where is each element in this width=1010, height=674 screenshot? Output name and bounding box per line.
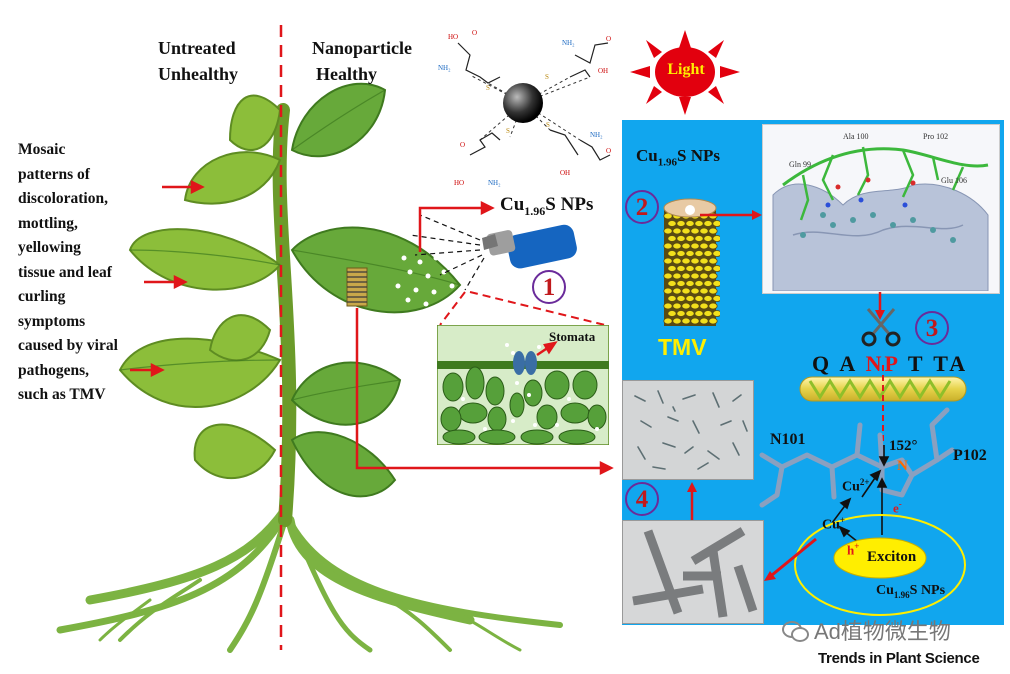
mol-s-1: S	[486, 84, 490, 92]
roots	[56, 505, 563, 653]
arrow-mechanism-to-tem	[764, 537, 817, 581]
mol-s-2: S	[545, 73, 549, 81]
step-4-badge: 4	[625, 482, 659, 516]
mol-ho-1: HO	[448, 33, 458, 41]
untreated-leaves	[118, 94, 282, 479]
journal-credit: Trends in Plant Science	[818, 650, 980, 667]
tmv-label: TMV	[658, 334, 707, 360]
mol-oh-1: OH	[598, 67, 608, 75]
residue-gln99: Gln 99	[789, 160, 811, 169]
nanoparticle-title: Nanoparticle	[312, 38, 412, 58]
light-label: Light	[667, 61, 705, 78]
arrow-tmv-to-structure	[700, 210, 762, 220]
tmv-on-leaf-icon	[346, 267, 368, 307]
peptide-sequence: Q A NP T TA	[812, 351, 969, 376]
cu1-label: Cu+	[822, 515, 846, 533]
residue-glu106: Glu 106	[941, 176, 967, 185]
step-2-badge: 2	[625, 190, 659, 224]
mol-o-4: O	[606, 147, 611, 155]
unhealthy-title: Unhealthy	[158, 64, 239, 84]
exciton-label: Exciton	[867, 549, 917, 565]
scissors-icon	[861, 308, 901, 347]
cus-molecule-structure: HO O NH₂ S NH₂ O OH S S S O HO NH₂ NH₂ O…	[438, 29, 611, 187]
step-3-badge: 3	[915, 311, 949, 345]
electron-label: e-	[893, 499, 902, 516]
tem-image-short-fragments	[622, 380, 754, 480]
n101-label: N101	[770, 431, 806, 448]
mol-nh2-1: NH₂	[438, 64, 451, 72]
cus-nps-panel-label: Cu1.96S NPs	[636, 146, 720, 169]
residue-pro102: Pro 102	[923, 132, 948, 141]
untreated-title: Untreated	[158, 38, 236, 58]
step-1-badge: 1	[532, 270, 566, 304]
mol-o-3: O	[460, 141, 465, 149]
cleavage-mechanism	[759, 407, 966, 616]
cus-nps-label: Cu1.96S NPs	[500, 194, 594, 218]
protein-surface-render: Ala 100 Pro 102 Gln 99 Glu 106	[772, 132, 989, 291]
hole-label: h+	[847, 541, 860, 558]
mol-ho-2: HO	[454, 179, 464, 187]
mol-nh2-2: NH₂	[562, 39, 575, 47]
mol-oh-2: OH	[560, 169, 570, 177]
mol-nh2-4: NH₂	[590, 131, 603, 139]
angle-label: 152°	[889, 438, 918, 454]
symptoms-text: Mosaic patterns of discoloration, mottli…	[18, 141, 118, 403]
mol-o-2: O	[606, 35, 611, 43]
mol-s-4: S	[546, 121, 550, 129]
tem-image-long-rods	[622, 520, 764, 624]
stomata-label: Stomata	[549, 329, 596, 344]
tmv-virus-icon	[663, 198, 720, 326]
wechat-icon	[782, 619, 809, 642]
mol-o-1: O	[472, 29, 477, 37]
stomata-cross-section	[437, 325, 609, 445]
nitrogen-atom-label: N	[897, 458, 908, 474]
cus-nps-bottom-label: Cu1.96S NPs	[876, 583, 946, 600]
cu2-label: Cu2+	[842, 477, 870, 495]
spray-bottle-icon	[482, 224, 577, 269]
residue-ala100: Ala 100	[843, 132, 869, 141]
mol-s-3: S	[506, 127, 510, 135]
arrow-tem-up	[687, 482, 697, 520]
mol-nh2-3: NH₂	[488, 179, 501, 187]
healthy-title: Healthy	[316, 64, 377, 84]
arrow-structure-to-cleavage	[875, 292, 885, 320]
sun-light-icon	[630, 30, 740, 115]
wechat-watermark: Ad植物微生物	[782, 614, 951, 646]
p102-label: P102	[953, 447, 987, 464]
